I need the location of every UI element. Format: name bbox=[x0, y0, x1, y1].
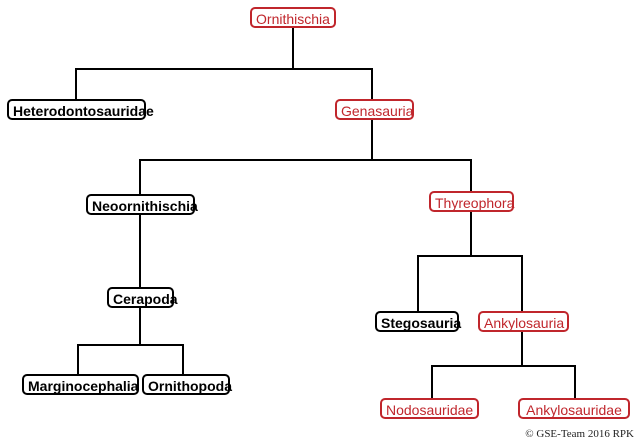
node-ornithischia: Ornithischia bbox=[250, 7, 336, 28]
node-nodosauridae: Nodosauridae bbox=[380, 398, 479, 419]
node-ankylosauridae: Ankylosauridae bbox=[518, 398, 630, 419]
node-genasauria: Genasauria bbox=[335, 99, 414, 120]
copyright-notice: © GSE-Team 2016 RPK bbox=[525, 428, 634, 440]
node-ankylosauria: Ankylosauria bbox=[478, 311, 569, 332]
node-cerapoda: Cerapoda bbox=[107, 287, 178, 308]
node-stegosauria: Stegosauria bbox=[375, 311, 461, 332]
node-neoornithischia: Neoornithischia bbox=[86, 194, 198, 215]
node-ornithopoda: Ornithopoda bbox=[142, 374, 232, 395]
node-heterodontosauridae: Heterodontosauridae bbox=[7, 99, 154, 120]
node-thyreophora: Thyreophora bbox=[429, 191, 514, 212]
node-marginocephalia: Marginocephalia bbox=[22, 374, 139, 395]
